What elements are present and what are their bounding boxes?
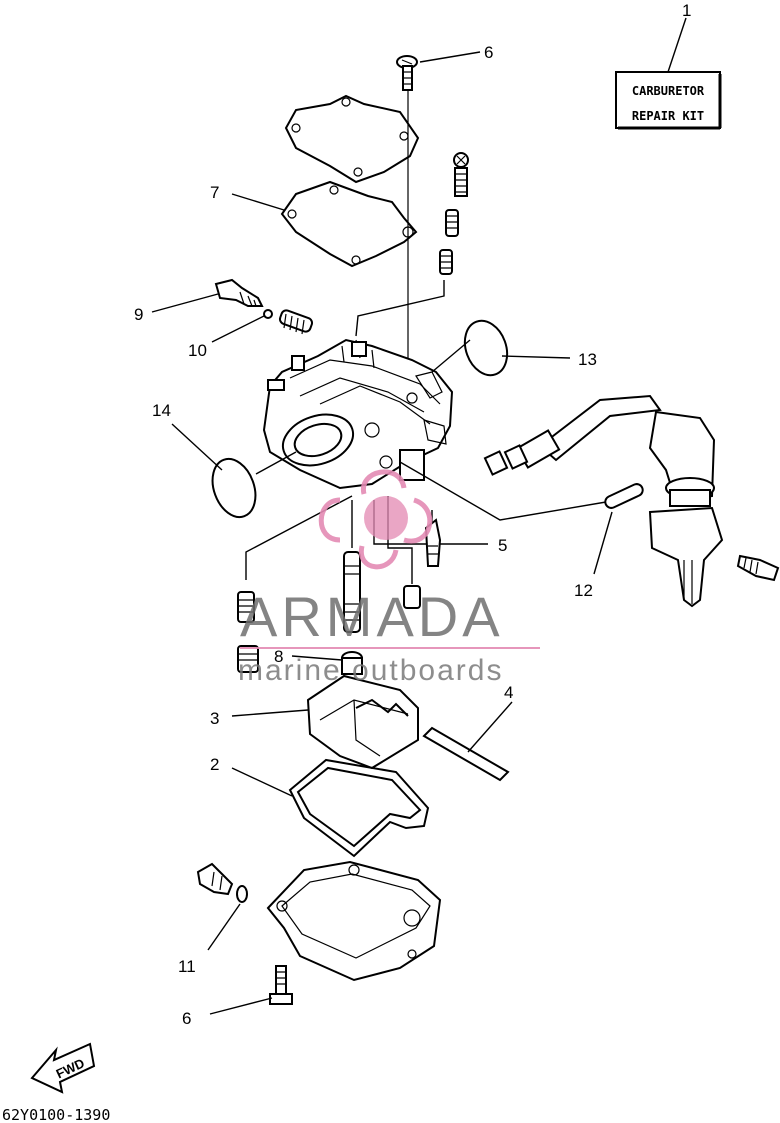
callout-11: 11	[178, 957, 196, 976]
drain-screw	[196, 862, 248, 951]
callout-14: 14	[152, 401, 171, 420]
callout-12: 12	[574, 581, 593, 600]
bottom-screw	[209, 965, 293, 1015]
diaphragm-gasket	[280, 180, 418, 268]
armada-logo-mark	[318, 469, 433, 570]
watermark-tagline: marine outboards	[238, 654, 503, 687]
watermark-brand: ARMADA	[240, 585, 504, 648]
callout-4: 4	[504, 683, 513, 702]
armada-watermark: ARMADA marine outboards	[238, 469, 540, 687]
callout-3: 3	[210, 709, 219, 728]
throttle-stop-screw	[214, 278, 314, 335]
float-pin	[422, 701, 513, 782]
callout-9: 9	[134, 305, 143, 324]
solenoid-seal	[593, 483, 644, 575]
callout-7: 7	[210, 183, 219, 202]
float	[231, 674, 419, 770]
enrichener-solenoid-assembly	[399, 394, 780, 608]
o-ring-intake	[211, 451, 297, 519]
top-cover-plate	[284, 94, 420, 184]
callout-10: 10	[188, 341, 207, 360]
callout-1: 1	[682, 1, 691, 20]
float-chamber-gasket	[231, 758, 430, 858]
kit-line-1: CARBURETOR	[632, 84, 705, 98]
pilot-screw-spring-set	[355, 152, 469, 337]
carburetor-body	[262, 338, 454, 490]
diagram-code: 62Y0100-1390	[2, 1106, 110, 1123]
kit-line-2: REPAIR KIT	[632, 109, 704, 123]
o-ring-top	[431, 319, 509, 377]
top-screw	[396, 55, 418, 400]
callout-8: 8	[274, 647, 283, 666]
callout-5: 5	[498, 536, 507, 555]
float-chamber	[266, 860, 442, 982]
callout-13: 13	[578, 350, 597, 369]
fwd-arrow: FWD	[30, 1042, 96, 1094]
callout-6-top: 6	[484, 43, 493, 62]
callout-6-bottom: 6	[182, 1009, 191, 1028]
callout-2: 2	[210, 755, 219, 774]
repair-kit-box: CARBURETOR REPAIR KIT	[615, 17, 722, 130]
